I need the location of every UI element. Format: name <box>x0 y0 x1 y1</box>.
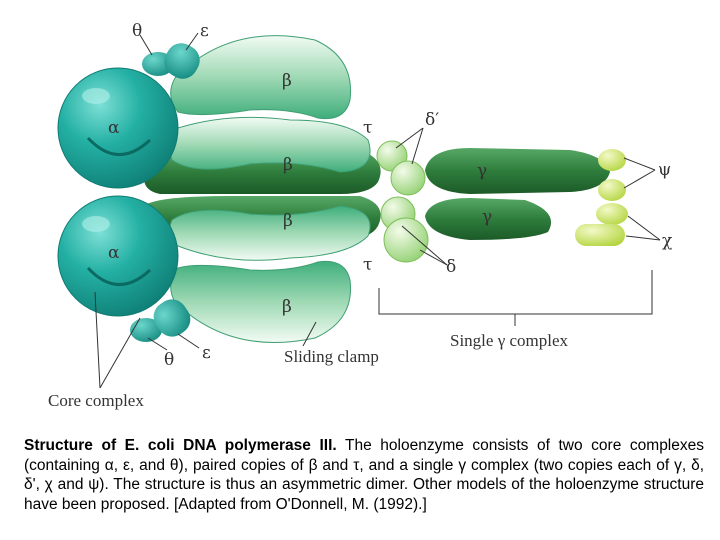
beta-label-bottom-inner: β <box>283 211 293 231</box>
caption-title: Structure of E. coli DNA polymerase III. <box>24 437 337 454</box>
alpha-label-top: α <box>108 118 120 138</box>
gamma-label-top: γ <box>477 161 487 181</box>
theta-label-bottom: θ <box>164 350 174 370</box>
chi-subunit-1 <box>596 203 628 225</box>
beta-clamp-bottom <box>170 206 371 343</box>
delta-subunit-lower <box>384 218 428 262</box>
chi-label: χ <box>662 231 672 251</box>
beta-clamp-top <box>170 36 371 172</box>
epsilon-label-bottom: ε <box>202 343 211 363</box>
alpha-label-bottom: α <box>108 243 120 263</box>
chi-subunit-2 <box>575 224 625 246</box>
beta-label-top-inner: β <box>283 155 293 175</box>
figure-caption: Structure of E. coli DNA polymerase III.… <box>24 436 704 514</box>
psi-label: ψ <box>658 160 671 180</box>
delta-prime-label: δ′ <box>425 110 439 130</box>
epsilon-label-top: ε <box>200 21 209 41</box>
gamma-subunit-top <box>425 148 610 194</box>
theta-label-top: θ <box>132 21 142 41</box>
beta-label-bottom-outer: β <box>282 297 292 317</box>
core-complex-label: Core complex <box>48 391 144 410</box>
psi-subunit-2 <box>598 179 626 201</box>
delta-prime-subunit-lower <box>391 161 425 195</box>
tau-label-top: τ <box>363 118 372 138</box>
pol-iii-holoenzyme-diagram: θ ε β α τ δ′ β γ ψ α β γ χ τ δ β θ ε Sli… <box>0 0 720 420</box>
sliding-clamp-label: Sliding clamp <box>284 347 379 366</box>
gamma-label-bottom: γ <box>482 207 492 227</box>
single-gamma-complex-label: Single γ complex <box>450 331 568 350</box>
tau-label-bottom: τ <box>363 255 372 275</box>
psi-subunit-1 <box>598 149 626 171</box>
beta-label-top-outer: β <box>282 71 292 91</box>
delta-label: δ <box>446 257 456 277</box>
